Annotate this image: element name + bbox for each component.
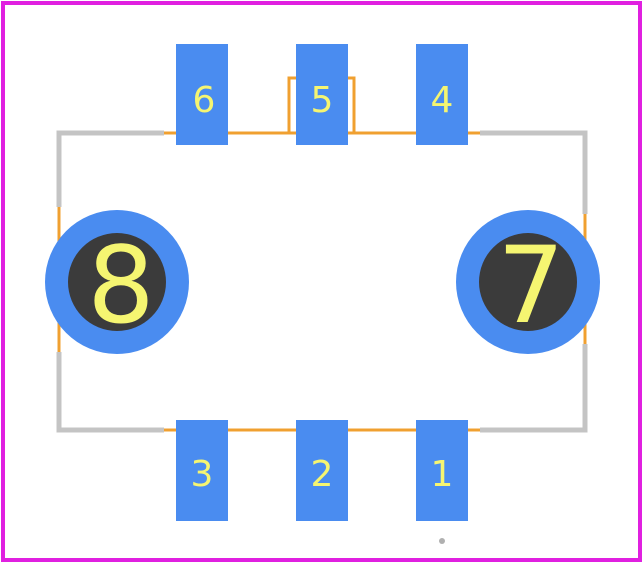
pad-label-4: 4 [431, 80, 454, 121]
smd-pad-4: 4 [416, 44, 468, 145]
hole-label-7: 7 [497, 224, 564, 347]
smd-pad-5: 5 [296, 44, 348, 145]
pad-label-5: 5 [311, 80, 334, 121]
smd-pad-6: 6 [176, 44, 228, 145]
smd-pad-1: 1 [416, 420, 468, 521]
hole-label-8: 8 [87, 224, 154, 347]
smd-pad-2: 2 [296, 420, 348, 521]
pad-label-6: 6 [193, 80, 216, 121]
pin1-marker [439, 538, 445, 544]
pad-label-2: 2 [311, 454, 334, 495]
through-hole-pad-7: 7 [456, 210, 600, 354]
pad-label-3: 3 [191, 454, 214, 495]
silkscreen-outline [56, 130, 588, 433]
through-hole-pad-8: 8 [45, 210, 189, 354]
smd-pad-3: 3 [176, 420, 228, 521]
pad-label-1: 1 [431, 454, 454, 495]
